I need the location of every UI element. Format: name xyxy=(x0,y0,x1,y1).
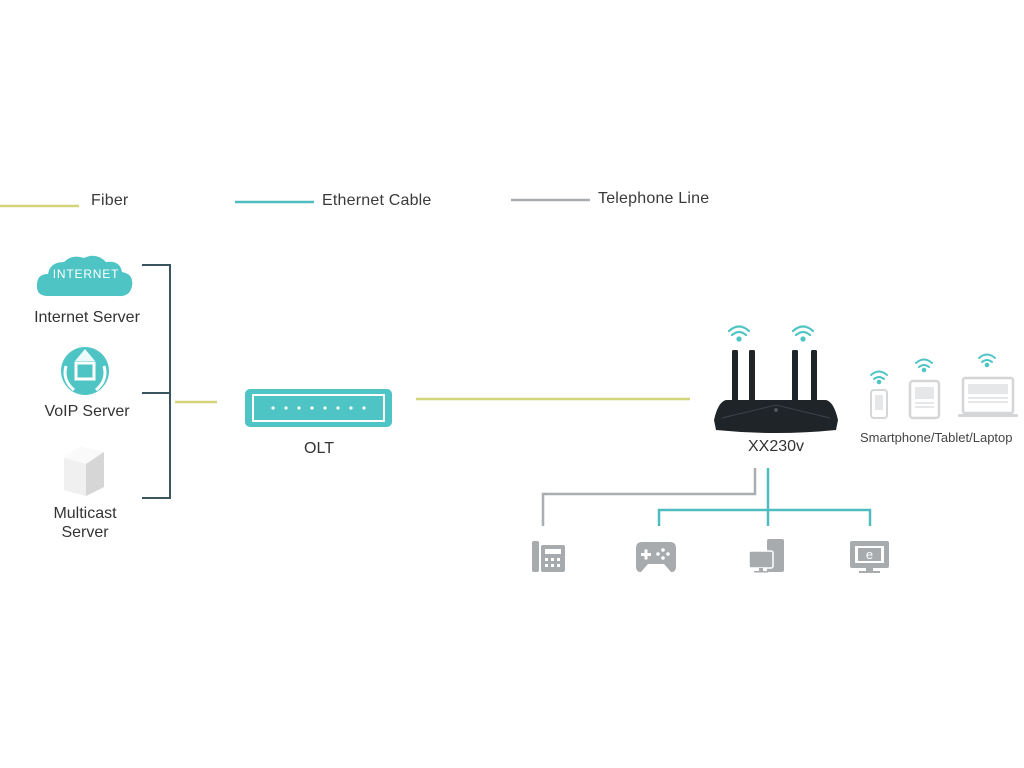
laptop-icon xyxy=(958,376,1018,417)
router-wifi-icon-left xyxy=(727,325,751,342)
voip-globe-phone-icon xyxy=(61,347,109,395)
tablet-wifi-icon xyxy=(915,358,933,373)
olt-device-icon xyxy=(245,389,392,427)
multicast-server-label-line2: Server xyxy=(61,524,109,541)
olt-label: OLT xyxy=(304,440,334,457)
legend-ethernet-label: Ethernet Cable xyxy=(322,192,432,209)
server-bracket xyxy=(142,264,171,499)
laptop-wifi-icon xyxy=(978,353,996,368)
wireless-clients-label: Smartphone/Tablet/Laptop xyxy=(860,430,1013,445)
internet-cloud-text: INTERNET xyxy=(53,267,119,281)
iptv-icon-text: e xyxy=(866,547,873,562)
game-console-icon xyxy=(636,542,676,572)
internet-cloud-icon xyxy=(36,255,133,297)
router-label: XX230v xyxy=(747,438,805,455)
desktop-pc-icon xyxy=(748,539,784,573)
smartphone-wifi-icon xyxy=(870,370,888,385)
legend-telephone-label: Telephone Line xyxy=(598,190,710,207)
ethernet-links xyxy=(657,468,872,526)
telephone-link-router-phone xyxy=(541,468,757,526)
voip-server-label: VoIP Server xyxy=(44,403,130,420)
server-box-icon xyxy=(64,447,104,496)
telephone-icon xyxy=(532,541,565,572)
iptv-icon xyxy=(850,541,889,573)
internet-server-label: Internet Server xyxy=(34,309,140,326)
router-icon xyxy=(714,350,838,433)
router-wifi-icon-right xyxy=(791,325,815,342)
smartphone-icon xyxy=(870,389,888,419)
legend-fiber-label: Fiber xyxy=(91,192,129,209)
tablet-icon xyxy=(908,379,941,420)
multicast-server-label-line1: Multicast xyxy=(53,505,117,522)
